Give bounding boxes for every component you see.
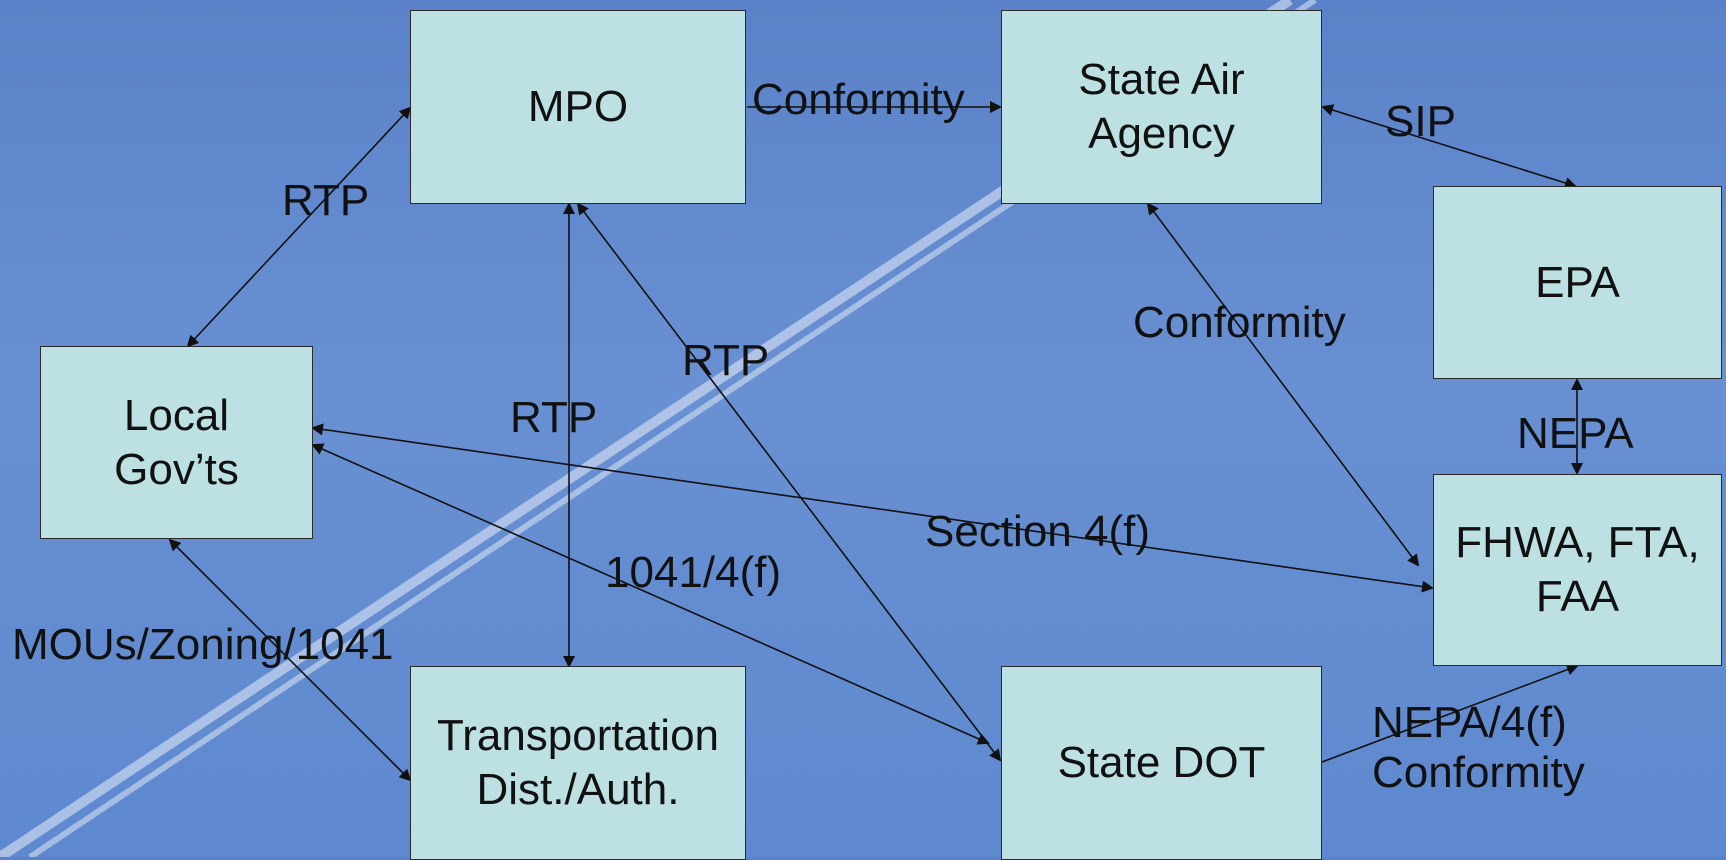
label-mpo-dot: RTP — [682, 336, 770, 385]
node-epa: EPA — [1433, 186, 1722, 379]
edge-air-epa — [1321, 104, 1577, 189]
edge-local-dot — [311, 443, 990, 745]
node-transportation-dist: Transportation Dist./Auth. — [410, 666, 746, 860]
label-epa-fhwa: NEPA — [1517, 409, 1634, 458]
label-local-fhwa: Section 4(f) — [925, 507, 1150, 556]
node-state-air-agency: State Air Agency — [1001, 10, 1322, 204]
label-air-epa: SIP — [1385, 97, 1456, 146]
label-local-transport: MOUs/Zoning/1041 — [12, 620, 394, 669]
label-mpo-transport: RTP — [510, 393, 598, 442]
connector-lines — [168, 101, 1583, 782]
edge-air-fhwa — [1146, 202, 1420, 567]
label-local-dot: 1041/4(f) — [605, 548, 782, 597]
node-fhwa-fta-faa: FHWA, FTA, FAA — [1433, 474, 1722, 666]
edge-dot-fhwa — [1321, 663, 1579, 763]
label-air-fhwa: Conformity — [1133, 298, 1346, 347]
edge-local-fhwa — [311, 423, 1434, 593]
label-mpo-air: Conformity — [752, 75, 965, 124]
node-local-govts: Local Gov’ts — [40, 346, 313, 539]
label-dot-fhwa: NEPA/4(f) Conformity — [1372, 698, 1585, 797]
label-mpo-local: RTP — [282, 176, 370, 225]
edge-local-transport — [168, 538, 412, 782]
edge-mpo-local — [186, 106, 412, 348]
node-state-dot: State DOT — [1001, 666, 1322, 860]
node-mpo: MPO — [410, 10, 746, 204]
